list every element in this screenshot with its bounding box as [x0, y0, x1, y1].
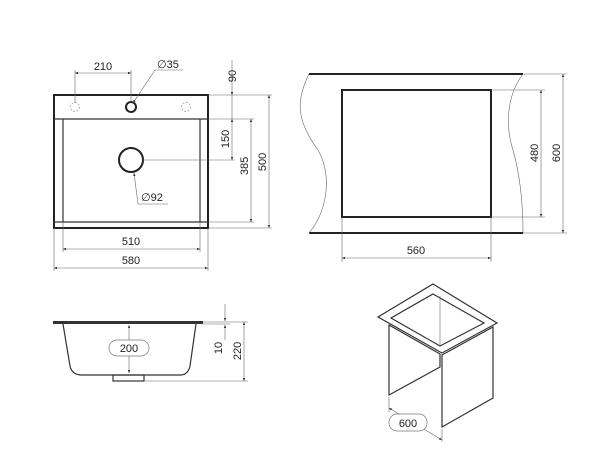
break-line-left — [299, 73, 327, 234]
dim-tap-hole-dia: ∅35 — [157, 59, 179, 71]
dim-bowl-depth: 385 — [239, 157, 251, 175]
dim-overall-depth: 500 — [257, 153, 269, 171]
bowl-height-label-pill — [108, 339, 150, 357]
dim-bowl-width: 510 — [122, 236, 140, 248]
dim-overall-height: 220 — [232, 342, 244, 360]
sink-opening — [389, 293, 486, 347]
dim-rim-thickness: 10 — [213, 342, 225, 354]
sink-top-view: 210 ∅35 90 150 385 500 ∅92 510 580 — [53, 59, 272, 271]
dim-deck-depth: 90 — [227, 70, 239, 82]
dim-cutout-width: 560 — [407, 245, 425, 257]
dim-drain-offset: 150 — [220, 130, 232, 148]
dim-countertop-depth: 600 — [551, 144, 563, 162]
sink-top-frame — [376, 283, 499, 354]
dim-cabinet-width: 600 — [399, 418, 417, 430]
drain-hole — [118, 147, 144, 173]
sink-side-view: 200 10 220 — [53, 304, 248, 382]
dim-cutout-depth: 480 — [529, 144, 541, 162]
drain-stub — [112, 374, 145, 382]
dim-overall-width: 580 — [122, 255, 140, 267]
cabinet-left-panel — [388, 323, 441, 397]
dim-drain-dia: ∅92 — [141, 192, 163, 204]
cutout-outline — [341, 89, 492, 218]
optional-tap-hole-left — [70, 102, 80, 112]
cabinet-right-panel — [441, 325, 494, 429]
break-line-right — [508, 73, 524, 234]
sink-outline — [53, 94, 209, 229]
sink-rim — [53, 321, 203, 324]
cabinet-width-label-pill — [388, 413, 428, 432]
tap-hole — [125, 101, 137, 113]
cabinet-isometric-view: 600 — [376, 283, 499, 442]
dim-bowl-height: 200 — [120, 343, 138, 355]
countertop-cutout-view: 480 600 560 — [299, 73, 567, 262]
dim-tap-spacing: 210 — [94, 61, 112, 73]
optional-tap-hole-right — [181, 102, 191, 112]
